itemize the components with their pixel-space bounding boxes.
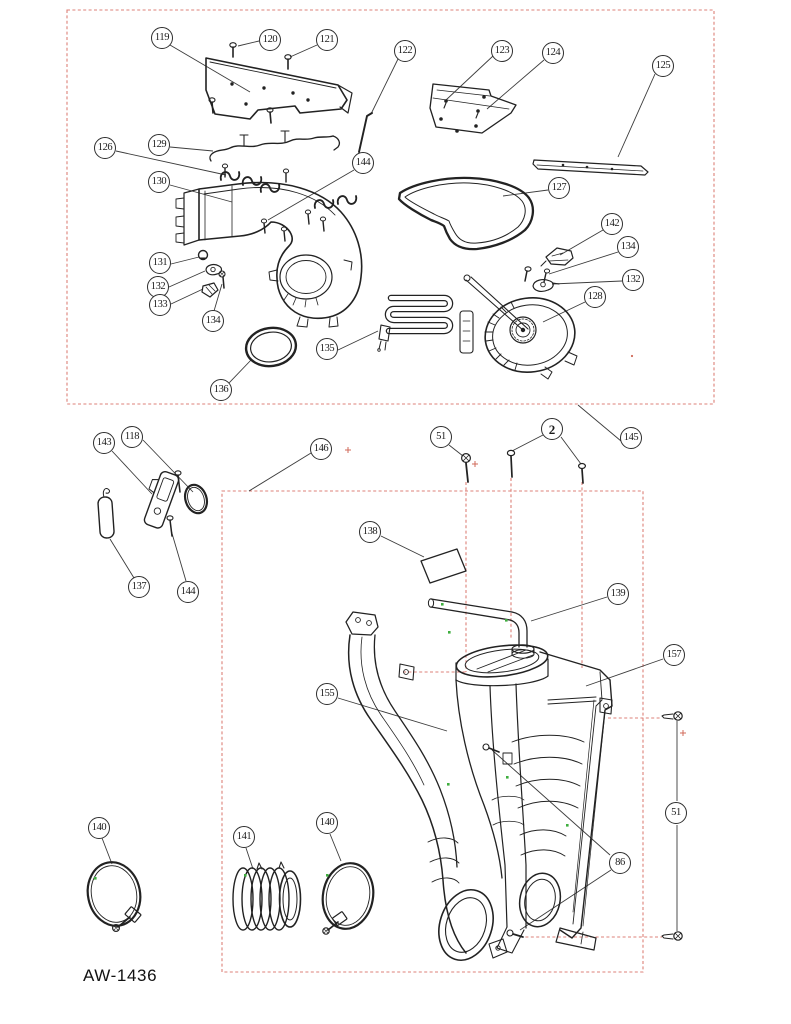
callout-146: 146 xyxy=(310,438,332,460)
part-119-top-panel xyxy=(205,42,353,124)
callout-128: 128 xyxy=(584,286,606,308)
callout-118: 118 xyxy=(121,426,143,448)
callout-144-upper: 144 xyxy=(352,152,374,174)
callout-141: 141 xyxy=(233,826,255,848)
callout-127: 127 xyxy=(548,177,570,199)
callout-126: 126 xyxy=(94,137,116,159)
callout-143: 143 xyxy=(93,432,115,454)
part-155-air-duct xyxy=(345,611,508,961)
callout-51-upper: 51 xyxy=(430,426,452,448)
lower-assembly-boundary xyxy=(221,490,644,973)
callout-124: 124 xyxy=(542,42,564,64)
part-51-screw-upper xyxy=(461,453,472,483)
part-118-o-ring xyxy=(183,483,209,515)
callout-140-right: 140 xyxy=(316,812,338,834)
part-130-duct-housing xyxy=(175,181,363,328)
part-127-gasket xyxy=(397,176,535,251)
part-134-screw-left xyxy=(218,270,226,289)
part-140-clamp-right xyxy=(321,862,375,935)
part-138-plate xyxy=(420,548,467,584)
callout-133: 133 xyxy=(149,294,171,316)
callout-136: 136 xyxy=(210,379,232,401)
callout-140-left: 140 xyxy=(88,817,110,839)
callout-134-right: 134 xyxy=(617,236,639,258)
part-outlet-channel xyxy=(489,683,527,954)
part-128-blower-wheel xyxy=(463,274,578,380)
callout-134-left: 134 xyxy=(202,310,224,332)
part-51-screws-right xyxy=(661,711,683,941)
callout-131: 131 xyxy=(149,252,171,274)
callout-125: 125 xyxy=(652,55,674,77)
callout-2: 2 xyxy=(541,418,563,440)
callout-139: 139 xyxy=(607,583,629,605)
callout-129: 129 xyxy=(148,134,170,156)
callout-135: 135 xyxy=(316,338,338,360)
callout-121: 121 xyxy=(316,29,338,51)
part-132-plate-right xyxy=(532,279,560,292)
callout-155: 155 xyxy=(316,683,338,705)
callout-119: 119 xyxy=(151,27,173,49)
part-2-screws xyxy=(506,449,586,484)
drawing-number: AW-1436 xyxy=(83,966,158,985)
part-126-clips xyxy=(219,171,358,209)
callout-86: 86 xyxy=(609,852,631,874)
part-123-124-bracket xyxy=(429,83,517,134)
part-139-inlet-pipe xyxy=(427,598,535,659)
callout-145: 145 xyxy=(620,427,642,449)
part-157-fan-housing xyxy=(455,644,613,951)
part-132-plate-left xyxy=(205,264,223,276)
callout-123: 123 xyxy=(491,40,513,62)
part-144-screws xyxy=(166,470,182,537)
assembly-boundaries xyxy=(66,9,715,973)
part-142-clip xyxy=(540,247,574,267)
part-141-bellows-hose xyxy=(232,861,302,931)
part-86-screws xyxy=(482,743,524,938)
callout-130: 130 xyxy=(148,171,170,193)
upper-assembly-boundary xyxy=(66,9,715,405)
green-marks xyxy=(94,603,569,880)
part-131-grommet xyxy=(197,249,209,261)
callout-157: 157 xyxy=(663,644,685,666)
callout-132-right: 132 xyxy=(622,269,644,291)
projection-lines xyxy=(403,478,662,938)
callout-144-lower: 144 xyxy=(177,581,199,603)
part-137-cylinder xyxy=(97,488,115,539)
callout-137: 137 xyxy=(128,576,150,598)
callout-51-right: 51 xyxy=(665,802,687,824)
part-133-clip xyxy=(201,282,219,298)
part-125-strip xyxy=(532,159,649,176)
part-135-heating-element xyxy=(377,294,474,354)
callout-120: 120 xyxy=(259,29,281,51)
callout-142: 142 xyxy=(601,213,623,235)
part-136-o-ring xyxy=(244,326,298,368)
part-122-rod xyxy=(358,112,373,153)
part-140-clamp-left xyxy=(86,861,142,932)
callout-122: 122 xyxy=(394,40,416,62)
callout-138: 138 xyxy=(359,521,381,543)
red-marks xyxy=(345,354,686,736)
rivet-dots xyxy=(230,82,614,171)
part-134-screw-right xyxy=(524,266,551,283)
line-art xyxy=(86,42,683,961)
part-143-bracket xyxy=(143,470,180,529)
